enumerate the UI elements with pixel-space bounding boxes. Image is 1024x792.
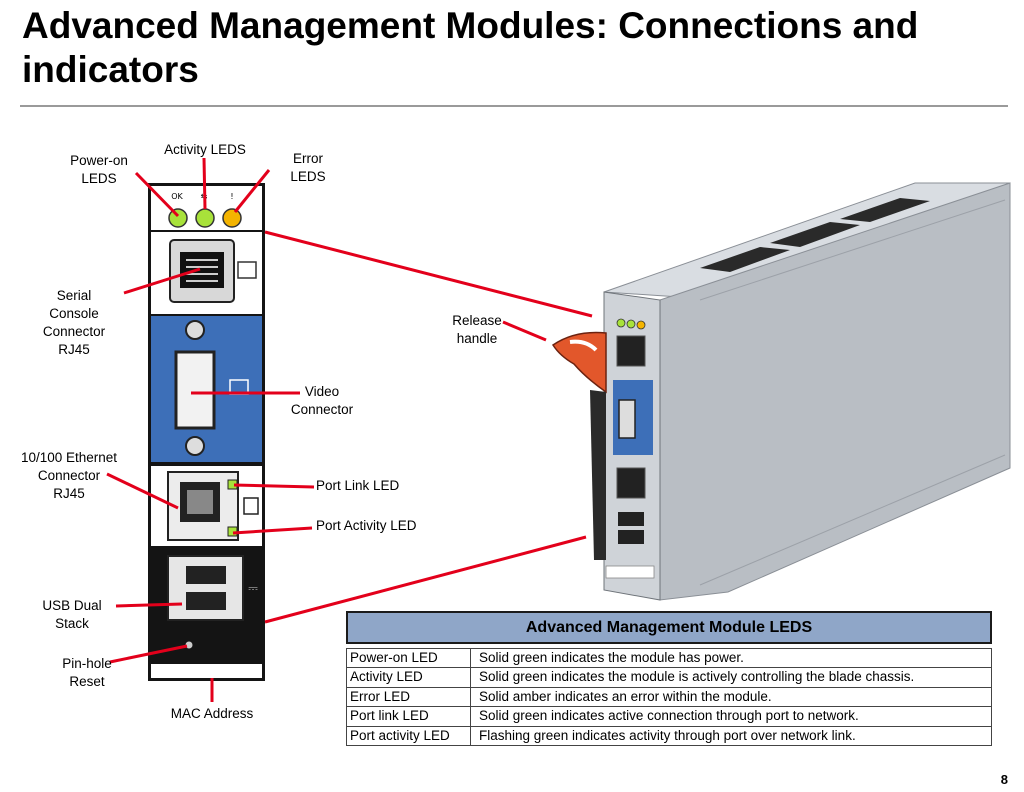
video-vga-port (174, 350, 216, 430)
svg-text:OK: OK (171, 192, 183, 201)
activity-led (195, 208, 215, 228)
module-photo (551, 182, 1011, 601)
label-activity-leds: Activity LEDS (164, 142, 246, 157)
led-description-cell: Solid green indicates active connection … (479, 708, 859, 724)
callout-lines (106, 157, 593, 702)
table-row: Error LED Solid amber indicates an error… (347, 686, 991, 707)
table-row: Activity LED Solid green indicates the m… (347, 667, 991, 687)
led-name-cell: Port activity LED (347, 726, 471, 745)
label-mac-address: MAC Address (170, 706, 254, 721)
front-panel: OK ⇆ ! ⎓ (148, 183, 265, 681)
title-divider (20, 105, 1008, 107)
table-row: Port activity LED Flashing green indicat… (347, 725, 991, 745)
led-description-cell: Solid amber indicates an error within th… (479, 688, 772, 704)
label-port-link-led: Port Link LED (316, 478, 400, 493)
usb-dual-port (167, 555, 244, 621)
led-name-cell: Error LED (347, 687, 471, 707)
label-pinhole-reset: Pin-hole Reset (62, 656, 112, 689)
label-ethernet-connector: 10/100 Ethernet Connector RJ45 (20, 450, 118, 501)
svg-text:!: ! (230, 192, 233, 201)
led-description-cell: Solid green indicates the module is acti… (479, 669, 915, 685)
label-video-connector: Video Connector (290, 384, 354, 417)
label-release-handle: Release handle (452, 313, 502, 346)
led-table-title: Advanced Management Module LEDS (346, 611, 992, 644)
led-description-cell: Flashing green indicates activity throug… (479, 727, 856, 743)
label-serial-console: Serial Console Connector RJ45 (42, 288, 106, 357)
led-description-cell: Solid green indicates the module has pow… (479, 650, 744, 665)
led-table-body: Power-on LED Solid green indicates the m… (346, 648, 992, 746)
page-number: 8 (1000, 772, 1008, 787)
mac-label-strip (151, 664, 262, 678)
led-name-cell: Power-on LED (347, 649, 471, 668)
label-power-on-leds: Power-on LEDS (70, 153, 128, 186)
label-port-activity-led: Port Activity LED (316, 518, 417, 533)
power-on-led (168, 208, 188, 228)
led-table: Advanced Management Module LEDS Power-on… (346, 611, 992, 746)
slide-title: Advanced Management Modules: Connections… (22, 5, 919, 90)
pinhole-reset (185, 641, 193, 649)
error-led (222, 208, 242, 228)
svg-text:⎓: ⎓ (248, 581, 258, 595)
label-usb-dual-stack: USB Dual Stack (42, 598, 102, 631)
label-error-leds: Error LEDS (290, 151, 326, 184)
led-name-cell: Port link LED (347, 707, 471, 726)
led-name-cell: Activity LED (347, 668, 471, 687)
table-row: Port link LED Solid green indicates acti… (347, 706, 991, 726)
table-row: Power-on LED Solid green indicates the m… (347, 649, 991, 668)
